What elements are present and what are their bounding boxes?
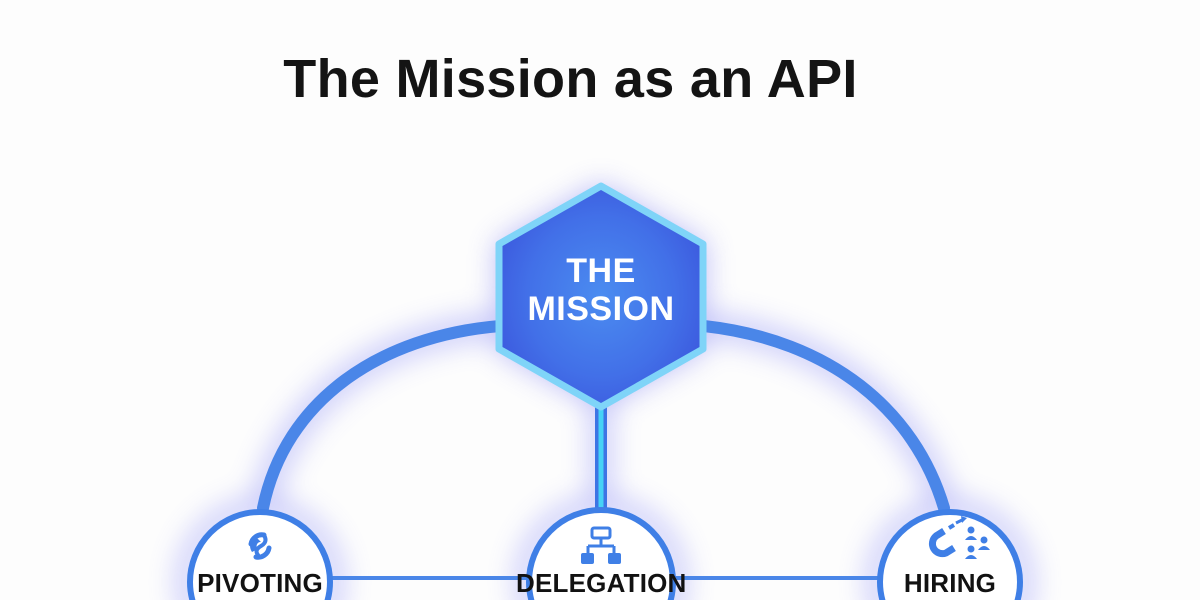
node-label-hiring: HIRING — [903, 568, 997, 598]
node-circle-delegation — [526, 507, 676, 600]
mission-hexagon — [495, 182, 707, 411]
magnet-people-icon — [928, 516, 990, 559]
pivot-cycle-icon — [248, 532, 272, 560]
page-title: The Mission as an API — [283, 49, 858, 109]
org-chart-icon — [581, 526, 621, 564]
mission-label-line1: THE — [566, 252, 636, 290]
node-circle-hiring — [877, 509, 1023, 600]
node-label-delegation: DELEGATION — [516, 568, 687, 598]
connector-arc-right — [698, 320, 950, 514]
node-label-pivoting: PIVOTING — [197, 568, 323, 598]
mission-label-line2: MISSION — [527, 290, 675, 328]
connector-arc-left — [257, 320, 506, 514]
mission-label: THE MISSION — [500, 252, 702, 328]
